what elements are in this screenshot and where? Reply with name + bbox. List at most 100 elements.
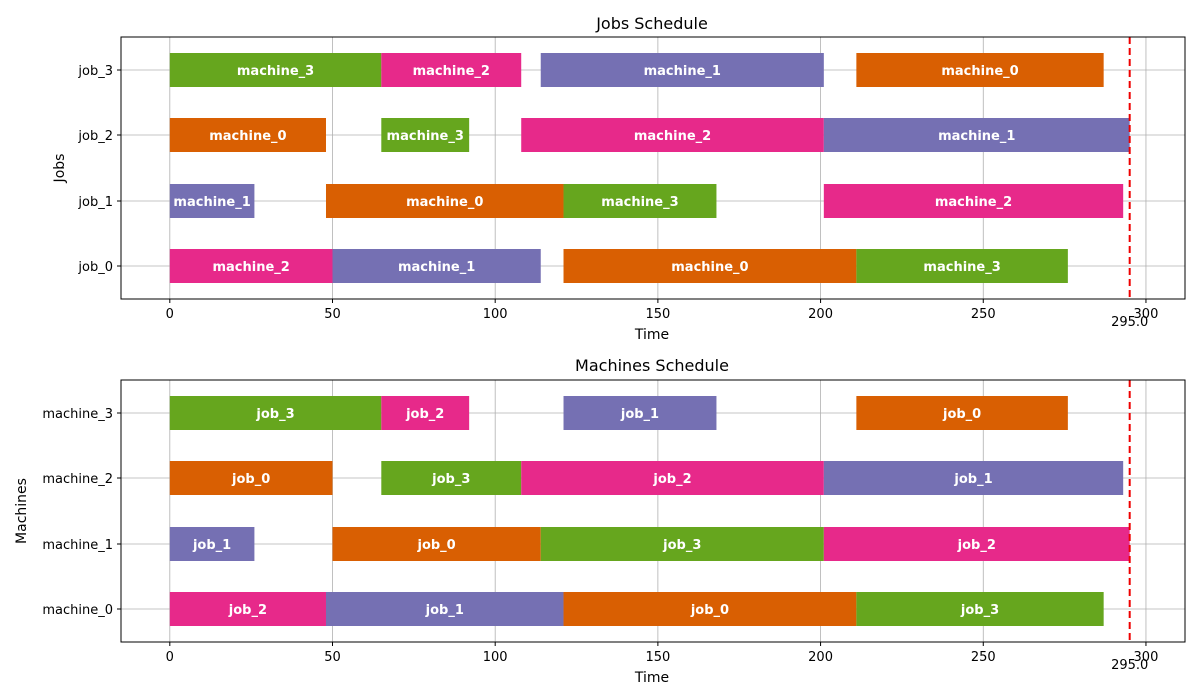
machines-y-axis-label: Machines bbox=[14, 478, 30, 544]
machines-x-axis-label: Time bbox=[634, 670, 669, 686]
machines-bar-label: job_0 bbox=[690, 603, 729, 618]
machines-x-tick-label: 250 bbox=[971, 650, 996, 665]
machines-bar-label: job_2 bbox=[405, 407, 444, 422]
machines-chart-title: Machines Schedule bbox=[575, 356, 729, 375]
machines-bar-machine-3-job-1 bbox=[563, 396, 717, 430]
machines-bar-machine-3-job-3 bbox=[169, 396, 382, 430]
machines-bar-machine-0-job-1 bbox=[325, 592, 564, 626]
jobs-ticks: 0 50 100 150 200 250 300 job_0 job_1 job_2 job_3 bbox=[77, 64, 1158, 322]
jobs-bar-job-2-machine-2 bbox=[521, 118, 824, 152]
machines-bar-machine-2-job-1 bbox=[823, 461, 1124, 495]
machines-bar-machine-2-job-0 bbox=[169, 461, 333, 495]
jobs-makespan-label: 295.0 bbox=[1111, 315, 1148, 330]
jobs-x-axis-label: Time bbox=[634, 327, 669, 343]
machines-x-tick-label: 50 bbox=[324, 650, 341, 665]
machines-bar-label: job_1 bbox=[953, 472, 992, 487]
jobs-bar-job-1-machine-2 bbox=[823, 184, 1124, 218]
jobs-chart-title: Jobs Schedule bbox=[595, 14, 708, 33]
machines-x-tick-label: 200 bbox=[808, 650, 833, 665]
jobs-y-axis-label: Jobs bbox=[52, 154, 68, 184]
machines-plot-frame bbox=[120, 379, 1186, 643]
jobs-bar-label: machine_0 bbox=[671, 260, 748, 275]
jobs-plot-frame bbox=[120, 36, 1186, 300]
jobs-x-tick-label: 50 bbox=[324, 307, 341, 322]
machines-bar-machine-2-job-2 bbox=[521, 461, 824, 495]
jobs-bar-label: machine_3 bbox=[923, 260, 1000, 275]
machines-bar-label: job_0 bbox=[942, 407, 981, 422]
machines-bar-machine-0-job-2 bbox=[169, 592, 326, 626]
jobs-bar-job-2-machine-0 bbox=[169, 118, 326, 152]
jobs-bar-label: machine_1 bbox=[173, 195, 250, 210]
jobs-makespan: 295.0 bbox=[1111, 37, 1148, 330]
machines-bar-machine-1-job-3 bbox=[540, 527, 824, 561]
machines-x-tick-label: 0 bbox=[166, 650, 174, 665]
jobs-bar-label: machine_3 bbox=[237, 64, 314, 79]
machines-y-tick-label-machine-2: machine_2 bbox=[42, 472, 113, 487]
jobs-bar-job-0-machine-2 bbox=[169, 249, 333, 283]
jobs-bar-label: machine_1 bbox=[938, 129, 1015, 144]
jobs-bar-job-0-machine-0 bbox=[563, 249, 857, 283]
jobs-bar-job-3-machine-1 bbox=[540, 53, 824, 87]
jobs-y-tick-label-job-3: job_3 bbox=[77, 64, 113, 79]
machines-bar-label: job_2 bbox=[228, 603, 267, 618]
jobs-bar-job-1-machine-1 bbox=[169, 184, 255, 218]
machines-makespan-label: 295.0 bbox=[1111, 658, 1148, 673]
machines-bar-machine-1-job-2 bbox=[823, 527, 1130, 561]
machines-x-tick-label: 300 bbox=[1134, 650, 1159, 665]
machines-x-tick-label: 100 bbox=[483, 650, 508, 665]
jobs-bar-label: machine_3 bbox=[601, 195, 678, 210]
jobs-bar-job-2-machine-1 bbox=[823, 118, 1130, 152]
machines-bar-label: job_0 bbox=[416, 538, 455, 553]
machines-bar-machine-1-job-1 bbox=[169, 527, 255, 561]
jobs-x-tick-label: 300 bbox=[1134, 307, 1159, 322]
machines-bar-label: job_2 bbox=[652, 472, 691, 487]
machines-bar-label: job_3 bbox=[960, 603, 999, 618]
jobs-x-tick-label: 200 bbox=[808, 307, 833, 322]
machines-y-tick-label-machine-3: machine_3 bbox=[42, 407, 113, 422]
jobs-bar-label: machine_3 bbox=[387, 129, 464, 144]
machines-bar-label: job_0 bbox=[231, 472, 270, 487]
jobs-x-tick-label: 150 bbox=[645, 307, 670, 322]
machines-bar-label: job_1 bbox=[425, 603, 464, 618]
jobs-bar-label: machine_2 bbox=[413, 64, 490, 79]
jobs-x-tick-label: 250 bbox=[971, 307, 996, 322]
jobs-bar-label: machine_2 bbox=[935, 195, 1012, 210]
machines-bar-label: job_2 bbox=[957, 538, 996, 553]
machines-bar-machine-1-job-0 bbox=[332, 527, 541, 561]
jobs-bar-label: machine_0 bbox=[209, 129, 286, 144]
jobs-bar-job-3-machine-0 bbox=[856, 53, 1104, 87]
jobs-y-tick-label-job-1: job_1 bbox=[77, 195, 113, 210]
jobs-bar-job-1-machine-0 bbox=[325, 184, 564, 218]
jobs-bar-label: machine_2 bbox=[212, 260, 289, 275]
jobs-bar-job-0-machine-1 bbox=[332, 249, 541, 283]
jobs-x-tick-label: 100 bbox=[483, 307, 508, 322]
jobs-bar-label: machine_0 bbox=[941, 64, 1018, 79]
machines-x-tick-label: 150 bbox=[645, 650, 670, 665]
machines-bar-machine-2-job-3 bbox=[381, 461, 522, 495]
machines-bar-machine-3-job-0 bbox=[856, 396, 1068, 430]
machines-y-tick-label-machine-1: machine_1 bbox=[42, 538, 113, 553]
jobs-x-tick-label: 0 bbox=[166, 307, 174, 322]
machines-bar-label: job_1 bbox=[620, 407, 659, 422]
jobs-bar-label: machine_2 bbox=[634, 129, 711, 144]
machines-bar-label: job_3 bbox=[431, 472, 470, 487]
jobs-bar-job-0-machine-3 bbox=[856, 249, 1068, 283]
jobs-bar-job-1-machine-3 bbox=[563, 184, 717, 218]
machines-bar-label: job_3 bbox=[662, 538, 701, 553]
machines-bar-label: job_3 bbox=[255, 407, 294, 422]
jobs-bar-job-2-machine-3 bbox=[381, 118, 470, 152]
jobs-y-tick-label-job-0: job_0 bbox=[77, 260, 113, 275]
jobs-bar-label: machine_1 bbox=[644, 64, 721, 79]
jobs-bar-label: machine_0 bbox=[406, 195, 483, 210]
machines-bars: job_2 job_1 job_0 job_3 job_1 job_0 job_3 job_2… bbox=[169, 396, 1130, 626]
machines-bar-machine-3-job-2 bbox=[381, 396, 470, 430]
machines-bar-machine-0-job-3 bbox=[856, 592, 1104, 626]
jobs-bar-job-3-machine-3 bbox=[169, 53, 382, 87]
jobs-bar-job-3-machine-2 bbox=[381, 53, 522, 87]
jobs-y-tick-label-job-2: job_2 bbox=[77, 129, 113, 144]
